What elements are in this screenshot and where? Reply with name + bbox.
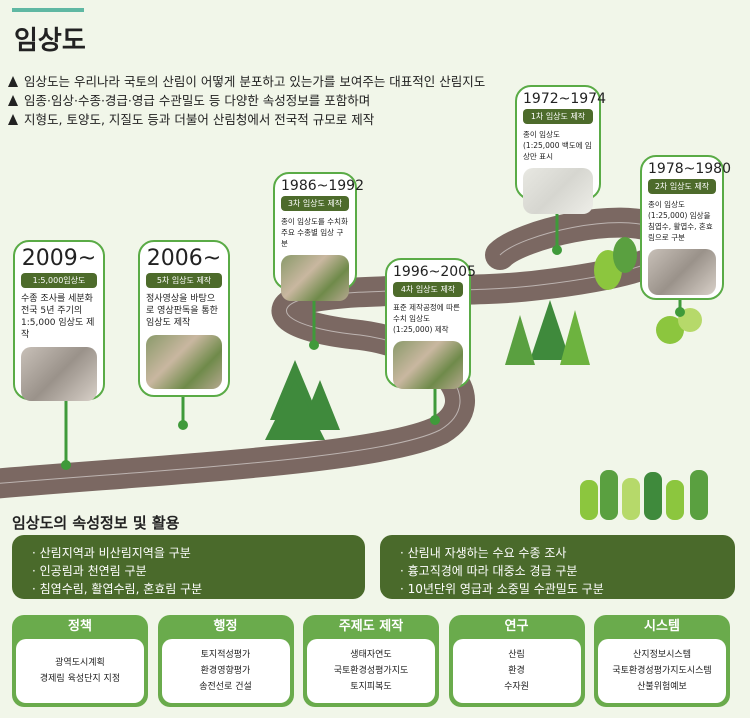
usage-title: 행정 [213,619,238,634]
usage-item: 국토환경성평가지도 [333,666,409,676]
usage-item: 토지적성평가 [200,650,251,660]
timeline-card-1978: 1978~1980 2차 임상도 제작 종이 임상도(1:25,000) 임상을… [640,155,731,300]
page-title: 임상도 [14,26,86,56]
attributes-left: · 산림지역과 비산림지역을 구분 · 인공림과 천연림 구분 · 침엽수림, … [12,535,365,599]
timeline-card-2009: 2009~ 1:5,000임상도 수종 조사를 세분화 전국 5년 주기의 1:… [13,240,105,401]
map-image [21,347,97,401]
usage-item: 생태자연도 [350,650,392,660]
attributes-right: · 산림내 자생하는 수요 수종 조사 · 흉고직경에 따라 대중소 경급 구분… [380,535,735,599]
usage-title: 주제도 제작 [338,619,404,634]
usage-title: 정책 [68,619,92,634]
timeline-card-1986: 1986~1992 3차 임상도 제작 종이 임상도를 수치화 주요 수종별 임… [273,172,364,301]
tree-icon [8,76,18,87]
timeline-card-1972: 1972~1974 1차 임상도 제작 종이 임상도(1:25,000 백도에 … [515,85,606,214]
usage-item: 광역도시계획 [55,658,105,668]
usage-item: 산불위험예보 [637,682,687,692]
intro-item: 지형도, 토양도, 지질도 등과 더불어 산림청에서 전국적 규모로 제작 [8,110,485,129]
map-image [523,168,593,214]
timeline-card-1996: 1996~2005 4차 임상도 제작 표준 제작공정에 따른 수치 임상도(1… [385,258,476,389]
intro-list: 임상도는 우리나라 국토의 산림이 어떻게 분포하고 있는가를 보여주는 대표적… [8,72,485,129]
usage-item: 환경영향평가 [200,666,251,676]
usage-title: 연구 [504,619,529,634]
intro-item: 임상도는 우리나라 국토의 산림이 어떻게 분포하고 있는가를 보여주는 대표적… [8,72,485,91]
pine-trees [265,300,590,440]
section-heading: 임상도의 속성정보 및 활용 [12,514,180,532]
map-image [146,335,222,389]
timeline-dots [61,245,685,470]
map-image [648,249,716,295]
usage-title: 시스템 [644,619,680,634]
usage-item: 경제림 육성단지 지정 [39,674,121,684]
timeline-card-2006: 2006~ 5차 임상도 제작 정사영상을 바탕으로 영상판독을 통한 임상도 … [138,240,230,397]
usage-item: 산지정보시스템 [633,650,691,660]
title-accent-line [12,8,84,12]
usage-item: 국토환경성평가지도시스템 [612,666,712,676]
usage-item: 수자원 [504,682,529,692]
usage-item: 송전선로 건설 [199,682,252,692]
map-image [393,341,463,389]
tree-icon [8,95,18,106]
usage-item: 환경 [508,666,525,676]
map-image [281,255,349,301]
usage-item: 산림 [508,650,525,660]
usage-item: 토지피복도 [350,682,392,692]
tree-icon [8,114,18,125]
intro-item: 임종·임상·수종·경급·영급 수관밀도 등 다양한 속성정보를 포함하며 [8,91,485,110]
